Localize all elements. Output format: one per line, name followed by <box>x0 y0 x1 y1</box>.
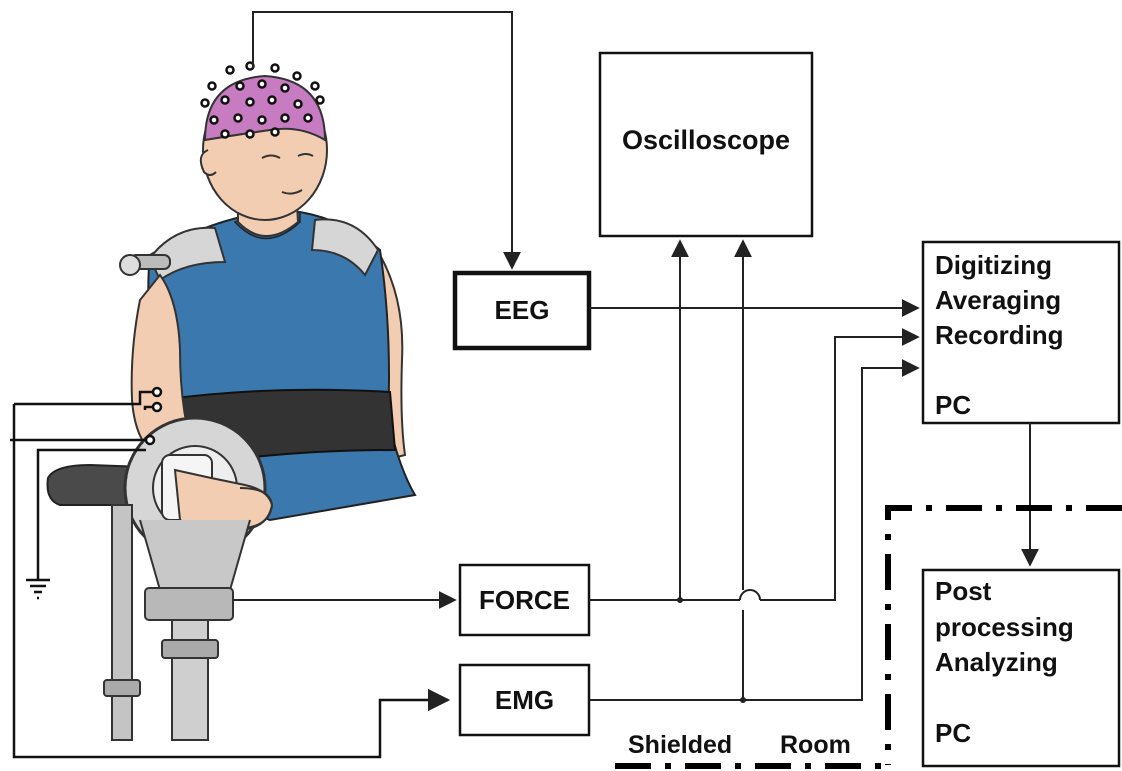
pc-label-2: PC <box>935 718 972 748</box>
oscilloscope-box <box>598 51 814 238</box>
digitizing-label: Digitizing <box>935 250 1052 280</box>
stand-column <box>171 619 209 741</box>
stand-clamp <box>161 639 219 659</box>
stand-post <box>111 504 133 741</box>
eeg-label: EEG <box>494 295 550 325</box>
force-box <box>458 563 591 637</box>
eeg-electrodes <box>200 61 325 139</box>
transducer-mount <box>139 519 251 591</box>
digitizing-pc-box <box>921 240 1121 425</box>
shielded-label: Shielded <box>628 731 733 759</box>
restraint-knob <box>119 254 141 276</box>
shielded-room-boundary <box>615 505 1122 769</box>
force-label: FORCE <box>479 584 570 615</box>
subject-eye-right <box>297 153 314 157</box>
subject-illustration <box>46 61 417 741</box>
eeg-box <box>452 270 592 351</box>
oscilloscope-label: Oscilloscope <box>621 124 791 155</box>
post-processing-pc-box <box>921 568 1121 768</box>
emg-box <box>458 663 591 737</box>
emg-junction <box>740 697 746 703</box>
recording-label: Recording <box>935 320 1064 350</box>
pc-label-1: PC <box>935 390 972 420</box>
transducer-base <box>144 587 234 621</box>
averaging-label: Averaging <box>935 285 1062 315</box>
subject-mouth <box>281 189 303 195</box>
analyzing-label: Analyzing <box>935 647 1058 677</box>
force-junction <box>677 597 683 603</box>
subject-ear <box>199 149 217 176</box>
subject-hand <box>239 487 274 529</box>
processing-label: processing <box>935 612 1074 642</box>
signal-connectors <box>233 11 1039 701</box>
room-label: Room <box>780 731 851 759</box>
stand-post-clamp <box>103 679 141 697</box>
subject-eye <box>261 154 281 159</box>
shoulder-restraint-right <box>310 218 380 277</box>
post-label: Post <box>935 576 992 606</box>
emg-electrode-leads <box>10 386 451 759</box>
emg-label: EMG <box>494 684 555 715</box>
